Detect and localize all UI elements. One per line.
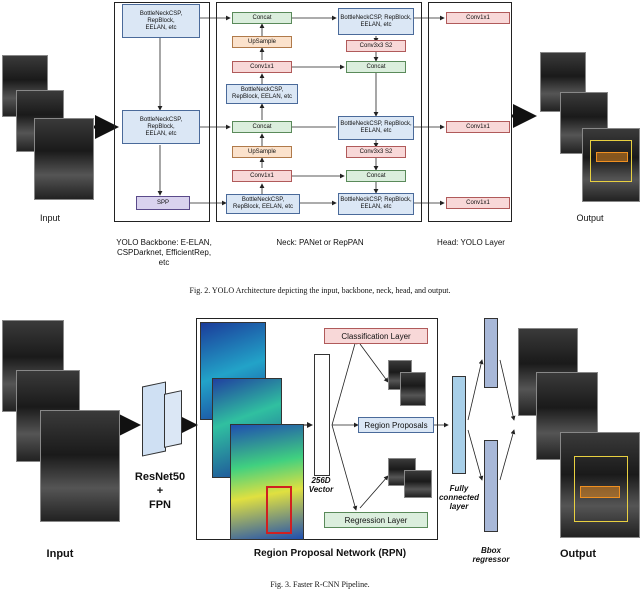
- head-caption: Head: YOLO Layer: [437, 238, 505, 247]
- head-panel: [428, 2, 512, 222]
- fig2-output-label: Output: [576, 213, 604, 223]
- rcnn-input-xray-3: [40, 410, 120, 522]
- fig3-output-label: Output: [559, 548, 597, 560]
- neck-conv3x3-2: Conv3x3 S2: [346, 146, 406, 158]
- fc-label: Fully connected layer: [438, 484, 479, 511]
- rpn-label: Region Proposal Network (RPN): [253, 548, 407, 559]
- fig3-input-label: Input: [46, 548, 74, 560]
- bbox-lower-bar: [484, 440, 498, 532]
- fig3-arrows: [117, 339, 516, 511]
- neck-bottleneck-1: BottleNeckCSP, RepBlock, EELAN, etc: [226, 84, 298, 104]
- fig2-input-label: Input: [39, 213, 61, 223]
- neck-concat-1: Concat: [232, 12, 292, 24]
- head-conv1x1-2: Conv1x1: [446, 121, 510, 133]
- region-proposals: Region Proposals: [358, 417, 434, 433]
- rpn-panel: [196, 318, 438, 540]
- neck-conv1x1-1: Conv1x1: [232, 61, 292, 73]
- neck-conv3x3-1: Conv3x3 S2: [346, 40, 406, 52]
- regression-layer: Regression Layer: [324, 512, 428, 528]
- rcnn-output-xray-3: [560, 432, 640, 538]
- fig2-arrows: [94, 15, 537, 206]
- neck-bottleneck-2: BottleNeckCSP, RepBlock, EELAN, etc: [226, 194, 300, 214]
- input-xray-3: [34, 118, 94, 200]
- output-detection-box: [596, 152, 628, 162]
- neck-c2-concat-1: Concat: [346, 61, 406, 73]
- bbox-upper-bar: [484, 318, 498, 388]
- head-conv1x1-3: Conv1x1: [446, 197, 510, 209]
- resnet-block: [164, 390, 182, 448]
- backbone-panel: [114, 2, 210, 222]
- crop-xray-2: [400, 372, 426, 406]
- neck-upsample-2: UpSample: [232, 146, 292, 158]
- backbone-label: ResNet50 + FPN: [134, 471, 186, 511]
- fig2-caption: Fig. 2. YOLO Architecture depicting the …: [189, 286, 451, 295]
- vector-bar: [314, 354, 330, 476]
- fc-layer-bar: [452, 376, 466, 474]
- classification-layer: Classification Layer: [324, 328, 428, 344]
- spp-block: SPP: [136, 196, 190, 210]
- neck-panel: [216, 2, 422, 222]
- backbone-block-1: BottleNeckCSP, RepBlock, EELAN, etc: [122, 4, 200, 38]
- output-detection-box: [590, 140, 632, 182]
- rcnn-detection-box: [580, 486, 620, 498]
- neck-c2-concat-2: Concat: [346, 170, 406, 182]
- backbone-block-2: BottleNeckCSP, RepBlock, EELAN, etc: [122, 110, 200, 144]
- neck-c2-bottleneck-3: BottleNeckCSP, RepBlock, EELAN, etc: [338, 193, 414, 215]
- bbox-label: Bbox regressor: [472, 546, 510, 564]
- rpn-red-box: [266, 486, 292, 534]
- head-conv1x1-1: Conv1x1: [446, 12, 510, 24]
- vector-label: 256D Vector: [308, 476, 334, 494]
- neck-caption: Neck: PANet or RepPAN: [276, 238, 364, 247]
- neck-conv1x1-2: Conv1x1: [232, 170, 292, 182]
- neck-c2-bottleneck-1: BottleNeckCSP, RepBlock, EELAN, etc: [338, 8, 414, 35]
- neck-concat-2: Concat: [232, 121, 292, 133]
- resnet-block: [142, 381, 166, 457]
- backbone-caption: YOLO Backbone: E-ELAN, CSPDarknet, Effic…: [116, 238, 212, 267]
- neck-upsample-1: UpSample: [232, 36, 292, 48]
- rcnn-detection-box: [574, 456, 628, 522]
- crop-xray-4: [404, 470, 432, 498]
- neck-c2-bottleneck-2: BottleNeckCSP, RepBlock, EELAN, etc: [338, 116, 414, 140]
- fig3-caption: Fig. 3. Faster R-CNN Pipeline.: [270, 580, 370, 589]
